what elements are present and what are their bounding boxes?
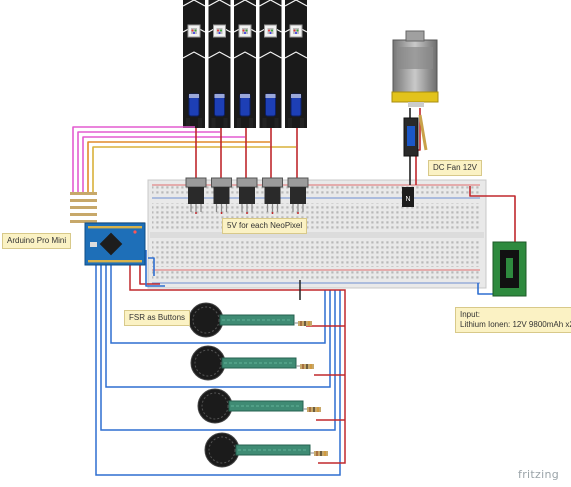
power-input-detail: Lithium Ionen: 12V 9800mAh x2 bbox=[460, 320, 571, 329]
fsr-blue-wire bbox=[95, 262, 341, 476]
fsr-sensor bbox=[204, 432, 328, 468]
fsr-resistor bbox=[298, 321, 312, 326]
fsr-red-wire bbox=[129, 262, 346, 464]
yellow-signal-wire bbox=[92, 146, 296, 192]
fan-driver: N bbox=[402, 114, 428, 207]
pink-signal-wire bbox=[82, 136, 245, 192]
fsr-resistor bbox=[307, 407, 321, 412]
orange-signal-wire bbox=[87, 141, 270, 192]
mosfet-transistor bbox=[236, 177, 258, 214]
mosfet-transistor bbox=[211, 177, 232, 214]
neopixel-power-label: 5V for each NeoPixel bbox=[222, 218, 308, 234]
power-input-label: Input: Lithium Ionen: 12V 9800mAh x2 bbox=[455, 307, 571, 333]
fritzing-watermark: fritzing bbox=[518, 468, 559, 481]
fsr-sensor bbox=[190, 345, 314, 381]
neopixel-strip bbox=[284, 0, 308, 128]
fsr-wiring bbox=[95, 262, 346, 476]
fsr-resistor bbox=[300, 364, 314, 369]
arduino-ground-wire bbox=[145, 250, 165, 287]
fsr-sensors bbox=[188, 302, 328, 468]
fsr-blue-wire bbox=[100, 262, 336, 431]
fsr-blue-wire bbox=[105, 262, 331, 388]
pink-signal-wire bbox=[72, 126, 195, 192]
neopixel-strip bbox=[259, 0, 282, 128]
neopixel-strip bbox=[208, 0, 231, 128]
dc-fan bbox=[391, 30, 439, 107]
mosfet-transistor bbox=[287, 177, 309, 214]
fsr-label: FSR as Buttons bbox=[124, 310, 191, 326]
fan-label: DC Fan 12V bbox=[428, 160, 483, 176]
fsr-blue-wire bbox=[110, 262, 326, 344]
signal-resistors bbox=[70, 192, 97, 223]
fsr-resistor bbox=[314, 451, 328, 456]
power-transistors bbox=[185, 177, 309, 214]
arduino-label: Arduino Pro Mini bbox=[2, 233, 72, 249]
neopixel-strip bbox=[182, 0, 206, 128]
battery-holder bbox=[492, 241, 527, 297]
arduino-ground-wire bbox=[148, 257, 155, 276]
pink-signal-wire bbox=[77, 131, 220, 192]
power-input-title: Input: bbox=[460, 310, 481, 319]
mosfet-transistor bbox=[185, 177, 207, 214]
svg-text:N: N bbox=[405, 196, 410, 203]
breadboard bbox=[147, 179, 487, 289]
neopixel-strips bbox=[182, 0, 308, 128]
fsr-sensor bbox=[188, 302, 312, 338]
arduino-pro-mini bbox=[84, 222, 146, 266]
battery-wire bbox=[469, 186, 516, 248]
mosfet-transistor bbox=[262, 177, 283, 214]
fsr-sensor bbox=[197, 388, 321, 424]
neopixel-strip bbox=[233, 0, 257, 128]
